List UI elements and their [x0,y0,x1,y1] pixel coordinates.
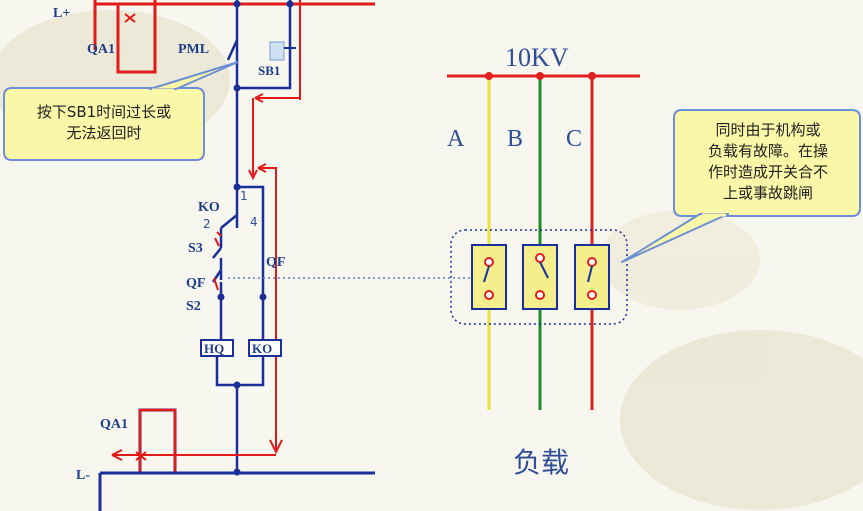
label-qa1-bottom: QA1 [100,417,128,432]
background-decoration [0,10,863,510]
breaker-c [574,244,610,310]
label-l-plus: L+ [53,6,70,21]
s3-switch [212,247,222,259]
label-num-4: 4 [250,215,258,229]
control-circuit: L+ QA1 PML SB1 KO 1 2 4 S3 QF QF S2 HQ K… [53,0,470,511]
sb1-button [269,41,285,61]
breaker-enclosure [450,229,628,325]
phase-label-b: B [507,126,523,152]
primary-circuit: 10KV A B C 负载 [447,43,640,479]
phase-label-c: C [566,126,582,152]
label-sb1: SB1 [258,63,280,78]
current-arrow-bottom [111,449,276,461]
ko-contact-wires [219,185,265,342]
label-hq: HQ [204,341,224,356]
load-label: 负载 [513,446,569,479]
label-num-1: 1 [240,189,248,203]
label-s2: S2 [186,299,201,314]
ko-coil [248,339,282,357]
label-ko-coil: KO [252,341,272,356]
left-callout-text: 按下SB1时间过长或 无法返回时 [36,103,172,142]
label-ko-top: KO [198,200,220,215]
sb1-branch [237,0,292,90]
voltage-label: 10KV [505,43,569,72]
breaker-b [522,244,558,310]
label-qf-left: QF [186,276,205,291]
pml-switch [226,39,239,61]
breaker-a [471,244,507,310]
l-minus-bus [98,471,375,511]
phase-label-a: A [447,126,465,152]
right-callout [621,109,861,263]
current-arrow-upper [254,0,301,103]
label-l-minus: L- [76,468,90,483]
label-s3: S3 [188,241,203,256]
label-qf-right: QF [266,255,285,270]
label-num-2: 2 [203,217,211,231]
qa1-top-switch [95,2,157,74]
label-qa1-top: QA1 [87,42,115,57]
right-callout-text: 同时由于机构或 负载有故障。在操 作时造成开关合不 上或事故跳闸 [707,121,828,202]
label-pml: PML [178,42,209,57]
current-arrow-middle [257,163,283,455]
left-callout [3,61,239,161]
